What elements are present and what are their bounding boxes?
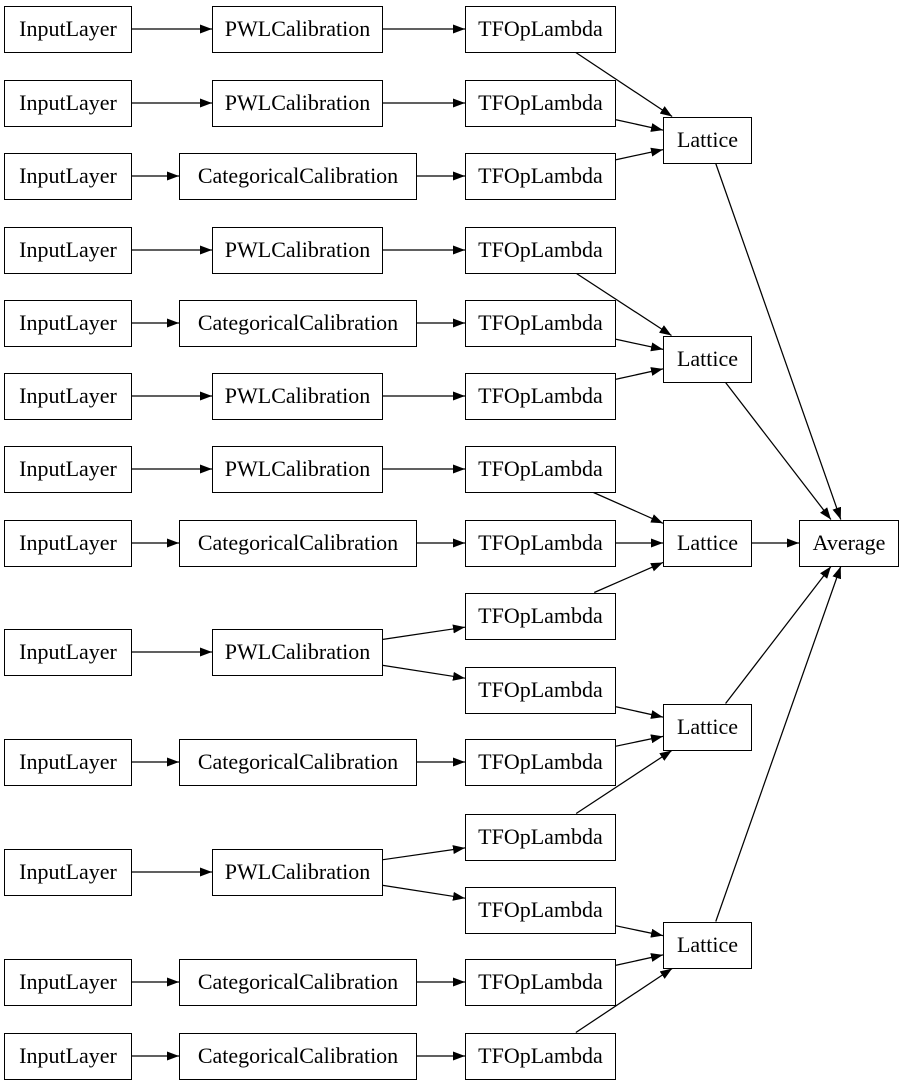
node-pwl-cal6: PWLCalibration — [212, 372, 383, 420]
edge-tf6-lat2 — [615, 367, 664, 380]
edge-lat1-avg — [715, 163, 842, 520]
node-tfop-tf14: TFOpLambda — [465, 958, 616, 1006]
node-cat-cal8: CategoricalCalibration — [179, 519, 417, 567]
edge-tf14-lat5 — [615, 953, 664, 966]
edge-tf12-lat4 — [575, 749, 673, 815]
node-input-il11: InputLayer — [4, 848, 132, 896]
edge-tf9-lat3 — [594, 561, 664, 594]
node-tfop-tf13: TFOpLambda — [465, 886, 616, 934]
node-input-il5: InputLayer — [4, 299, 132, 347]
node-tfop-tf9: TFOpLambda — [465, 592, 616, 640]
node-cat-cal13: CategoricalCalibration — [179, 1032, 417, 1080]
edge-tf5-lat2 — [615, 338, 664, 352]
node-input-il1: InputLayer — [4, 5, 132, 53]
edge-tf15-lat5 — [575, 967, 673, 1034]
node-lattice-lat5: Lattice — [663, 921, 752, 969]
node-lattice-lat3: Lattice — [663, 519, 752, 567]
edge-tf4-lat2 — [576, 272, 672, 337]
edge-tf7-lat3 — [593, 491, 664, 524]
node-pwl-cal1: PWLCalibration — [212, 5, 383, 53]
node-input-il3: InputLayer — [4, 152, 132, 200]
node-cat-cal10: CategoricalCalibration — [179, 738, 417, 786]
node-tfop-tf15: TFOpLambda — [465, 1032, 616, 1080]
node-input-il8: InputLayer — [4, 519, 132, 567]
node-average-avg: Average — [799, 519, 899, 567]
edge-tf10-lat4 — [615, 706, 664, 719]
node-tfop-tf2: TFOpLambda — [465, 79, 616, 127]
node-tfop-tf7: TFOpLambda — [465, 445, 616, 493]
node-cat-cal5: CategoricalCalibration — [179, 299, 417, 347]
node-pwl-cal9: PWLCalibration — [212, 628, 383, 676]
node-pwl-cal2: PWLCalibration — [212, 79, 383, 127]
node-tfop-tf3: TFOpLambda — [465, 152, 616, 200]
node-input-il9: InputLayer — [4, 628, 132, 676]
node-pwl-cal11: PWLCalibration — [212, 848, 383, 896]
node-tfop-tf10: TFOpLambda — [465, 666, 616, 714]
edge-cal11-tf12 — [382, 845, 466, 861]
node-input-il2: InputLayer — [4, 79, 132, 127]
node-input-il7: InputLayer — [4, 445, 132, 493]
edge-cal11-tf13 — [382, 884, 466, 901]
node-input-il6: InputLayer — [4, 372, 132, 420]
node-pwl-cal7: PWLCalibration — [212, 445, 383, 493]
node-tfop-tf5: TFOpLambda — [465, 299, 616, 347]
edge-cal9-tf10 — [382, 664, 466, 681]
edge-cal9-tf9 — [382, 624, 466, 640]
node-input-il10: InputLayer — [4, 738, 132, 786]
node-lattice-lat4: Lattice — [663, 703, 752, 751]
edge-lat5-avg — [715, 566, 842, 922]
edge-tf3-lat1 — [615, 147, 664, 161]
node-input-il12: InputLayer — [4, 958, 132, 1006]
node-tfop-tf12: TFOpLambda — [465, 813, 616, 861]
node-tfop-tf11: TFOpLambda — [465, 738, 616, 786]
edge-lat4-avg — [725, 566, 832, 704]
node-input-il4: InputLayer — [4, 226, 132, 274]
node-cat-cal12: CategoricalCalibration — [179, 958, 417, 1006]
node-tfop-tf8: TFOpLambda — [465, 519, 616, 567]
edge-tf2-lat1 — [615, 119, 664, 132]
edge-tf11-lat4 — [615, 734, 664, 747]
node-tfop-tf1: TFOpLambda — [465, 5, 616, 53]
edge-lat2-avg — [725, 382, 832, 520]
node-tfop-tf6: TFOpLambda — [465, 372, 616, 420]
node-cat-cal3: CategoricalCalibration — [179, 152, 417, 200]
node-lattice-lat2: Lattice — [663, 335, 752, 383]
node-lattice-lat1: Lattice — [663, 116, 752, 164]
edge-tf13-lat5 — [615, 925, 664, 938]
node-pwl-cal4: PWLCalibration — [212, 226, 383, 274]
edge-tf1-lat1 — [575, 51, 673, 118]
node-input-il13: InputLayer — [4, 1032, 132, 1080]
node-tfop-tf4: TFOpLambda — [465, 226, 616, 274]
